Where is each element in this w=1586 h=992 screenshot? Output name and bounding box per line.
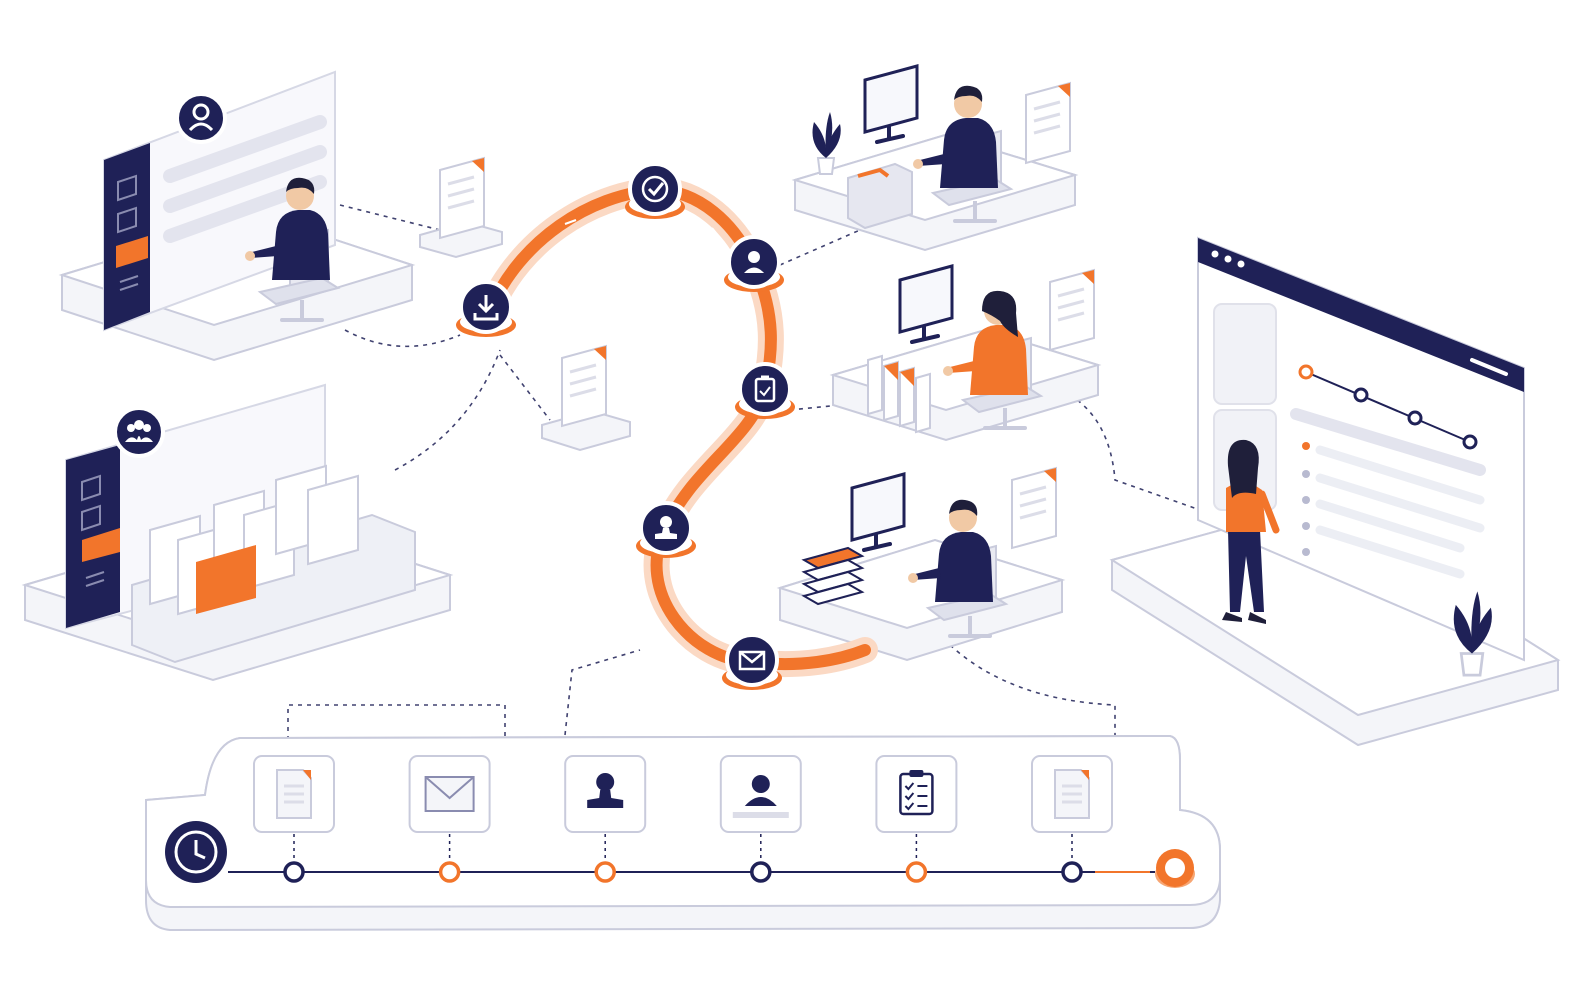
- workflow-node-stamp[interactable]: [636, 501, 696, 558]
- timeline-end-marker[interactable]: [1155, 849, 1195, 888]
- user-icon: [744, 251, 764, 273]
- progress-step[interactable]: [1462, 434, 1478, 450]
- timeline-card[interactable]: [719, 755, 802, 833]
- document-icon: [276, 769, 312, 819]
- lines-icon: [119, 275, 139, 291]
- workflow-node-approve[interactable]: [625, 162, 685, 219]
- list-item[interactable]: [1302, 522, 1310, 530]
- stamp-icon: [587, 773, 624, 808]
- timeline-card[interactable]: [408, 755, 491, 833]
- timeline-step-dot[interactable]: [283, 861, 305, 883]
- station-right-low: [776, 466, 1066, 662]
- stamp-icon: [655, 516, 677, 539]
- timeline-step-dot[interactable]: [594, 861, 616, 883]
- progress-step[interactable]: [1407, 410, 1423, 426]
- highlighted-folder[interactable]: [196, 545, 256, 614]
- timeline-cards: [253, 755, 1113, 862]
- timeline-dots: [283, 861, 1083, 883]
- timeline-step-dot[interactable]: [438, 861, 461, 883]
- workflow-node-review[interactable]: [735, 362, 795, 419]
- bell-icon: [81, 474, 101, 502]
- document-icon: [1010, 466, 1058, 550]
- list-item[interactable]: [1302, 470, 1310, 478]
- timeline-card[interactable]: [564, 755, 647, 833]
- folder-user-icon[interactable]: [116, 236, 148, 268]
- download-icon: [473, 295, 499, 321]
- progress-step[interactable]: [1353, 387, 1369, 403]
- timeline-step-dot[interactable]: [905, 861, 928, 883]
- workflow-node-send[interactable]: [722, 633, 782, 690]
- browser-list: [1290, 408, 1486, 579]
- folder-user-icon[interactable]: [82, 528, 120, 562]
- progress-step-current[interactable]: [1298, 364, 1314, 380]
- user-icon: [732, 775, 789, 818]
- bell-icon: [117, 206, 137, 234]
- lines-icon: [85, 571, 105, 587]
- address-bar[interactable]: [1470, 358, 1508, 376]
- timeline-card[interactable]: [875, 755, 958, 833]
- timeline-card[interactable]: [1031, 755, 1113, 833]
- list-item[interactable]: [1302, 548, 1310, 556]
- list-item[interactable]: [1302, 496, 1310, 504]
- station-left-top: [58, 70, 416, 362]
- doc-stand-left: [419, 156, 503, 259]
- window-dot[interactable]: [1237, 260, 1245, 268]
- clipboard-icon: [754, 375, 776, 403]
- station-right-mid: [829, 264, 1102, 442]
- workflow-node-download[interactable]: [456, 280, 516, 337]
- left-top-sidebar: [104, 143, 150, 330]
- checkmark-icon: [641, 175, 669, 203]
- left-bottom-sidebar: [66, 445, 120, 628]
- dashed-connectors: [287, 204, 1201, 740]
- doc-stand-middle: [541, 344, 631, 452]
- station-left-bottom: [21, 383, 454, 682]
- timeline-step-dot[interactable]: [750, 861, 772, 883]
- station-right-top: [791, 64, 1079, 252]
- browser-title-bar: [1198, 238, 1524, 392]
- team-icon[interactable]: [113, 406, 165, 458]
- document-icon: [1054, 769, 1090, 819]
- envelope-icon: [424, 776, 475, 812]
- document-icon: [1024, 81, 1072, 165]
- browser-sidebar-card: [1213, 303, 1277, 405]
- user-icon[interactable]: [175, 92, 227, 144]
- list-item[interactable]: [1302, 442, 1310, 450]
- envelope-icon: [738, 650, 766, 671]
- window-dot[interactable]: [1224, 255, 1232, 263]
- browser-panel-station: [1109, 236, 1561, 747]
- timeline-step-dot[interactable]: [1061, 861, 1083, 883]
- standing-person: [1222, 439, 1280, 624]
- workflow-node-user[interactable]: [724, 235, 784, 292]
- window-dot[interactable]: [1211, 250, 1219, 258]
- bell-icon: [117, 174, 137, 202]
- timeline-card[interactable]: [253, 755, 335, 833]
- lock-icon: [81, 504, 101, 532]
- clock-icon: [165, 821, 227, 883]
- progress-track: [1298, 364, 1478, 450]
- document-icon: [1048, 268, 1096, 352]
- clipboard-icon: [899, 770, 934, 816]
